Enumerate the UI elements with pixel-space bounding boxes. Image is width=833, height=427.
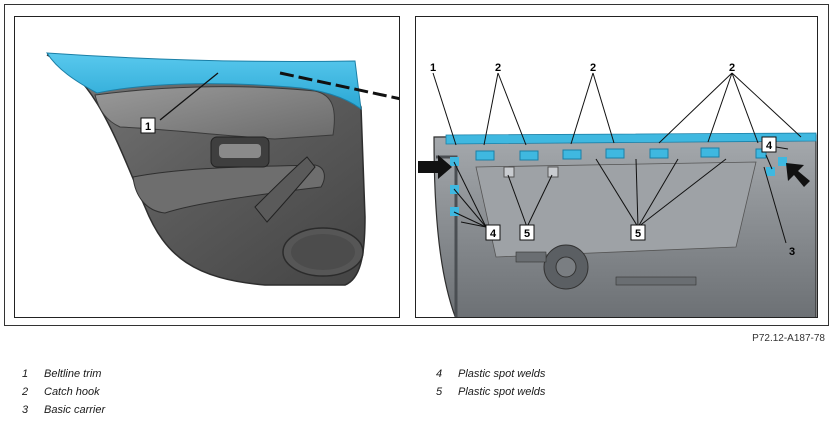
catch-hook xyxy=(519,150,539,161)
legend-right: 4 Plastic spot welds 5 Plastic spot weld… xyxy=(428,368,545,404)
callout-label: 4 xyxy=(766,140,773,152)
callout-label: 2 xyxy=(495,62,501,74)
legend-number: 4 xyxy=(436,368,443,380)
arrow-marker xyxy=(786,163,810,187)
legend-label: Catch hook xyxy=(44,386,100,398)
armrest xyxy=(132,164,325,214)
legend-number: 3 xyxy=(22,404,29,416)
legend-label: Plastic spot welds xyxy=(458,368,546,380)
figure-reference-code: P72.12-A187-78 xyxy=(752,333,825,344)
callout-label: 1 xyxy=(145,121,151,133)
legend-left: 1 Beltline trim 2 Catch hook 3 Basic car… xyxy=(14,368,105,422)
carrier-svg: 1 2 2 2 4 4 5 5 3 xyxy=(418,62,817,317)
legend-item: 5 Plastic spot welds xyxy=(428,386,545,404)
legend-number: 2 xyxy=(22,386,29,398)
legend-number: 1 xyxy=(22,368,29,380)
leader-lines xyxy=(432,72,802,244)
legend-label: Beltline trim xyxy=(44,368,102,380)
figure-frame xyxy=(4,4,829,326)
connector-line xyxy=(279,71,399,101)
catch-hook xyxy=(605,148,625,159)
legend-item: 2 Catch hook xyxy=(14,386,105,404)
legend-item: 1 Beltline trim xyxy=(14,368,105,386)
legend-label: Basic carrier xyxy=(44,404,106,416)
callout-label: 5 xyxy=(635,228,641,240)
door-trim-illustration: 1 xyxy=(14,16,400,318)
callout-label: 4 xyxy=(490,228,497,240)
beltline-trim-highlight xyxy=(46,52,362,111)
callout-box xyxy=(140,117,156,134)
callout-box xyxy=(630,224,646,241)
catch-hook xyxy=(562,149,582,160)
callout-label: 2 xyxy=(590,62,596,74)
callout-label: 5 xyxy=(524,228,530,240)
catch-hook xyxy=(649,148,669,159)
leader-line xyxy=(159,72,219,121)
catch-hook xyxy=(755,148,767,159)
carrier-illustration: 1 2 2 2 4 4 5 5 3 xyxy=(415,16,818,318)
callout-label: 3 xyxy=(789,246,795,258)
arrow-marker xyxy=(418,155,452,179)
legend-item: 4 Plastic spot welds xyxy=(428,368,545,386)
catch-hook xyxy=(475,150,495,161)
beltline-trim-edge xyxy=(445,132,817,145)
callout-box xyxy=(485,224,501,241)
legend-label: Plastic spot welds xyxy=(458,386,546,398)
callout-box xyxy=(519,224,535,241)
callout-box xyxy=(761,136,777,153)
callout-label: 1 xyxy=(430,62,436,74)
pull-handle xyxy=(254,156,316,223)
legend-item: 3 Basic carrier xyxy=(14,404,105,422)
callout-label: 2 xyxy=(729,62,735,74)
door-trim-svg: 1 xyxy=(46,52,399,286)
catch-hook xyxy=(700,147,720,158)
legend-number: 5 xyxy=(436,386,443,398)
